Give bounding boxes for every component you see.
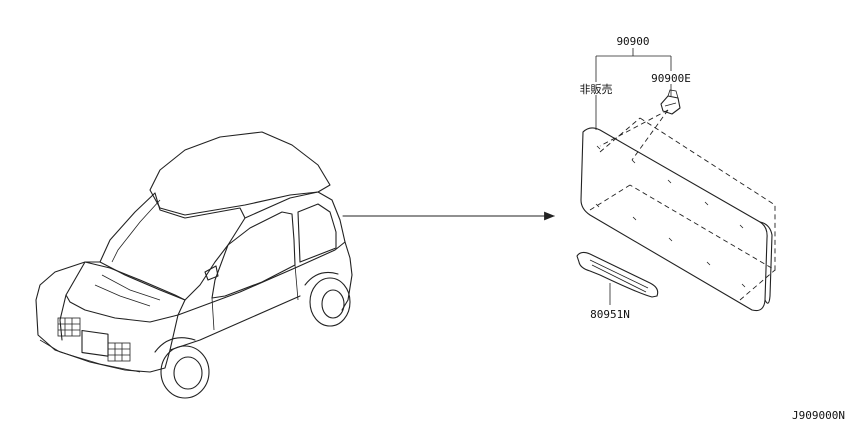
handle-part-icon (576, 251, 659, 298)
diagram-id-label: J909000N (792, 409, 845, 422)
vehicle-illustration (35, 131, 353, 399)
not-sold-label: 非販売 (580, 83, 613, 96)
handle-part-label: 80951N (590, 308, 630, 321)
clip-part-label: 90900E (651, 72, 691, 85)
main-part-label: 90900 (616, 35, 649, 48)
clip-part-icon (660, 89, 681, 115)
callout-lines (595, 48, 672, 305)
mat-illustration (580, 109, 776, 312)
